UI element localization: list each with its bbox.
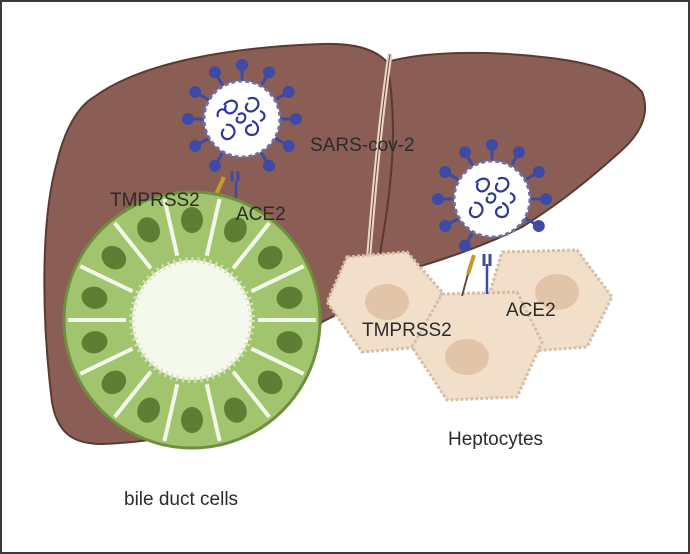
hepatocytes bbox=[325, 248, 614, 402]
bile-cell-nucleus bbox=[257, 245, 283, 270]
bile-duct-lumen bbox=[129, 257, 255, 383]
bile-cell-nucleus bbox=[223, 217, 247, 243]
bile-cell-nucleus bbox=[257, 370, 283, 395]
bile-duct bbox=[62, 190, 322, 450]
label-ace2-hep: ACE2 bbox=[506, 300, 556, 321]
hepatocyte-cell bbox=[410, 290, 544, 402]
bile-duct-cells bbox=[68, 198, 316, 442]
tmprss2-protease-hep bbox=[461, 254, 476, 297]
bile-cell-nucleus bbox=[81, 286, 108, 309]
label-tmprss2-bile: TMPRSS2 bbox=[110, 190, 200, 211]
bile-cell-nucleus bbox=[276, 331, 303, 354]
label-tmprss2-hep: TMPRSS2 bbox=[362, 320, 452, 341]
label-hepatocytes: Heptocytes bbox=[448, 429, 543, 450]
label-ace2-bile: ACE2 bbox=[236, 204, 286, 225]
label-bile-duct-cells: bile duct cells bbox=[124, 489, 238, 510]
bile-cell-nucleus bbox=[101, 370, 127, 395]
bile-cell-nucleus bbox=[276, 286, 303, 309]
sars-cov-2-virus-lower bbox=[432, 139, 552, 252]
bile-cell-nucleus bbox=[181, 407, 203, 433]
bile-cell-nucleus bbox=[81, 331, 108, 354]
ace2-receptor-hep bbox=[482, 254, 492, 294]
sars-cov-2-virus-upper bbox=[182, 59, 302, 219]
bile-cell-nucleus bbox=[137, 397, 161, 423]
bile-cell-nucleus bbox=[181, 207, 203, 233]
bile-cell-nucleus bbox=[137, 217, 161, 243]
label-sars-cov-2: SARS-cov-2 bbox=[310, 135, 415, 156]
bile-cell-nucleus bbox=[223, 397, 247, 423]
bile-cell-nucleus bbox=[101, 245, 127, 270]
